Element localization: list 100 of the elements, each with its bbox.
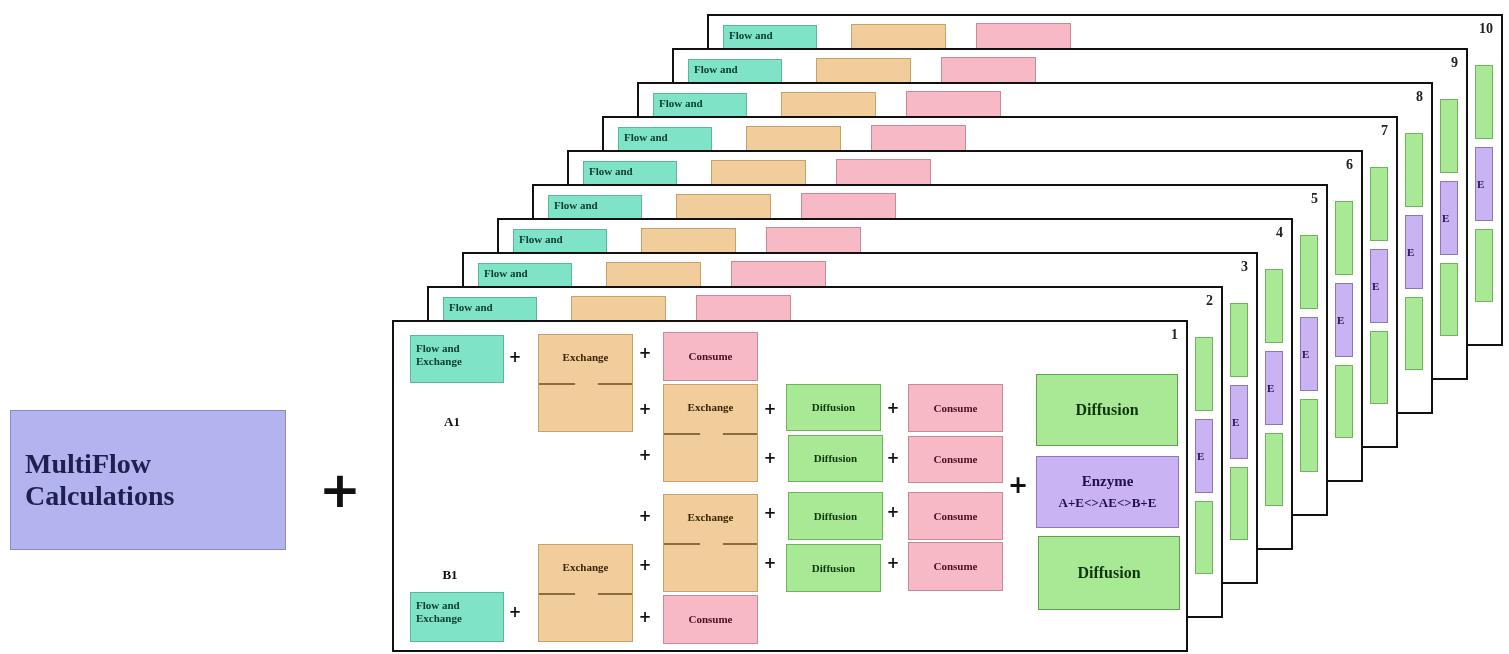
plus-sign: +	[319, 465, 361, 515]
box-label: Flow and Exchange	[416, 599, 463, 625]
enzyme-box	[1265, 351, 1283, 425]
box-label: E	[1407, 245, 1415, 259]
card-number: 8	[1416, 89, 1423, 106]
enzyme-box	[1370, 249, 1388, 323]
box-label: E	[1477, 177, 1485, 191]
consume-box	[871, 125, 966, 150]
exchange-box	[676, 194, 771, 218]
box-label: E	[1372, 279, 1380, 293]
flow-box	[653, 93, 747, 116]
reaction-text: A+E<>AE<>B+E	[1058, 496, 1157, 512]
diffusion-box	[1230, 467, 1248, 540]
diffusion-box	[1300, 235, 1318, 309]
exchange-box	[538, 544, 633, 642]
box-label: Flow and	[659, 97, 703, 110]
card-number: 7	[1381, 123, 1388, 140]
exchange-box	[711, 160, 806, 184]
box-label: Exchange	[687, 401, 734, 414]
card-panel	[602, 116, 1398, 152]
box-label: E	[1337, 313, 1345, 327]
box-label: Flow and	[554, 199, 598, 212]
consume-box	[908, 542, 1003, 591]
consume-box	[801, 193, 896, 218]
consume-box	[908, 492, 1003, 540]
box-label: Flow and	[519, 233, 563, 246]
flow-box	[478, 263, 572, 286]
card-number: 6	[1346, 157, 1353, 174]
exchange-box	[641, 228, 736, 252]
consume-box	[908, 436, 1003, 483]
exchange-box	[746, 126, 841, 150]
flow-box	[443, 297, 537, 320]
plus-sign: +	[638, 447, 652, 463]
box-label: Consume	[933, 560, 978, 573]
plus-sign: +	[886, 450, 900, 466]
box-label: Flow and	[624, 131, 668, 144]
box-label: Consume	[933, 453, 978, 466]
consume-box	[731, 261, 826, 286]
consume-box	[908, 384, 1003, 432]
card-panel	[532, 184, 1328, 220]
diffusion-box	[1405, 133, 1423, 207]
plus-sign: +	[763, 401, 777, 417]
enzyme-box	[1335, 283, 1353, 357]
title-box	[10, 410, 286, 550]
box-label: E	[1197, 449, 1205, 463]
card-number: 2	[1206, 293, 1213, 310]
diffusion-box	[786, 544, 881, 592]
card-panel	[427, 286, 1223, 322]
flow-box	[513, 229, 607, 252]
card-number: 1	[1171, 327, 1178, 344]
box-label: Flow and	[449, 301, 493, 314]
box-label: Diffusion	[813, 509, 858, 523]
box-label: Flow and Exchange	[416, 342, 463, 368]
flow-box	[688, 59, 782, 82]
plus-sign: +	[763, 555, 777, 571]
box-label: Flow and	[484, 267, 528, 280]
diffusion-box	[1265, 269, 1283, 343]
enzyme-box	[1475, 147, 1493, 221]
diffusion-box	[1195, 501, 1213, 574]
enzyme-box	[1440, 181, 1458, 255]
flow-box	[410, 335, 504, 383]
card-panel	[707, 14, 1503, 50]
box-label: Consume	[688, 613, 733, 626]
consume-box	[663, 332, 758, 381]
exchange-box	[781, 92, 876, 116]
card-number: 4	[1276, 225, 1283, 242]
box-label: Flow and	[589, 165, 633, 178]
box-label: E	[1442, 211, 1450, 225]
consume-box	[906, 91, 1001, 116]
box-label: E	[1267, 381, 1275, 395]
flow-box	[618, 127, 712, 150]
consume-box	[941, 57, 1036, 82]
diffusion-box	[1370, 167, 1388, 241]
box-label: E	[1302, 347, 1310, 361]
plus-sign: +	[763, 505, 777, 521]
plus-sign: +	[638, 345, 652, 361]
diffusion-box	[1440, 99, 1458, 173]
card-panel	[392, 320, 1188, 652]
card-panel	[497, 218, 1293, 254]
region-label: A1	[444, 414, 460, 428]
diffusion-box	[1405, 297, 1423, 370]
plus-sign: +	[886, 400, 900, 416]
flow-box	[548, 195, 642, 218]
diffusion-box	[1475, 229, 1493, 302]
flow-box	[583, 161, 677, 184]
diffusion-box	[786, 384, 881, 431]
card-panel	[637, 82, 1433, 118]
diffusion-box	[1036, 374, 1178, 446]
diffusion-box	[1335, 201, 1353, 275]
exchange-box	[851, 24, 946, 48]
diffusion-box	[1370, 331, 1388, 404]
exchange-box	[571, 296, 666, 320]
box-label: Diffusion	[811, 561, 856, 575]
box-label: Flow and	[694, 63, 738, 76]
consume-box	[766, 227, 861, 252]
consume-box	[663, 595, 758, 644]
plus-sign: +	[638, 401, 652, 417]
plus-sign: +	[886, 555, 900, 571]
plus-sign: +	[763, 450, 777, 466]
plus-sign: +	[508, 604, 522, 620]
